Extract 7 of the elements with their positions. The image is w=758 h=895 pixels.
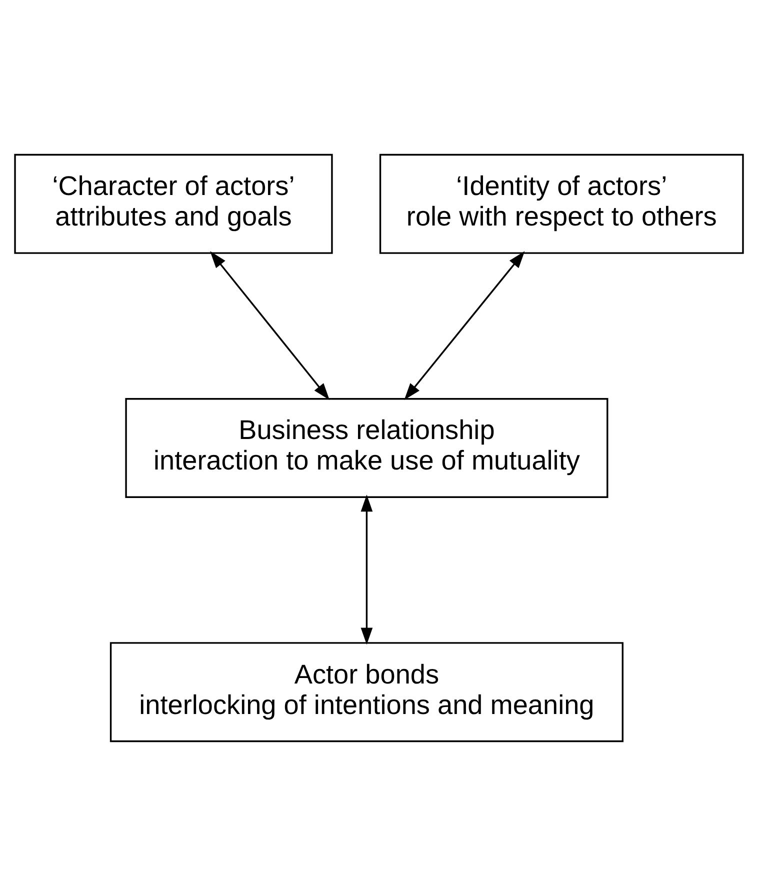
node-box: ‘Character of actors’ attributes and goals [14,153,333,254]
arrow [210,250,330,400]
node-box: Actor bonds interlocking of intentions and meaning [110,642,624,742]
node-box: ‘Identity of actors’ role with respect to others [379,153,744,254]
arrow [404,250,525,400]
arrow [360,494,373,644]
node-box: Business relationship interaction to make use of mutuality [125,398,608,498]
